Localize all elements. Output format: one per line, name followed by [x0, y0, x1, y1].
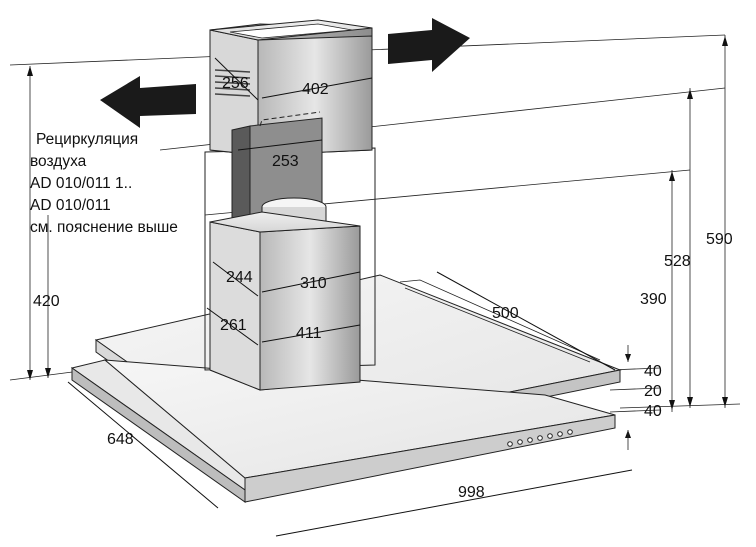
dim-thickness-40-bottom: 40	[644, 403, 662, 420]
dim-thickness-20: 20	[644, 383, 662, 400]
vertical-dimension-arrows	[27, 36, 728, 438]
dim-lower-chimney-width: 310	[300, 275, 327, 292]
dim-base-depth: 261	[220, 317, 247, 334]
dim-inner-duct-width: 253	[272, 153, 299, 170]
control-buttons	[507, 429, 573, 447]
dimension-labels: 256 402 253 244 310 261 411 500 420 590 …	[33, 75, 733, 501]
recirculation-note: Рециркуляция воздуха AD 010/011 1.. AD 0…	[30, 131, 178, 236]
vent-slots	[214, 69, 251, 97]
dim-left-height: 420	[33, 293, 60, 310]
dim-hood-depth: 648	[107, 431, 134, 448]
note-line-1: Рециркуляция	[36, 131, 138, 148]
dim-thickness-40-top: 40	[644, 363, 662, 380]
dim-chimney-top-depth: 256	[222, 75, 249, 92]
chimney	[204, 19, 376, 391]
dim-height-590: 590	[706, 231, 733, 248]
inner-dimension-lines	[67, 57, 633, 537]
note-line-5: см. пояснение выше	[30, 219, 178, 236]
dim-lower-chimney-depth: 244	[226, 269, 253, 286]
dim-height-390: 390	[640, 291, 667, 308]
dim-height-528: 528	[664, 253, 691, 270]
dim-base-width: 411	[296, 325, 322, 342]
dim-chimney-top-width: 402	[302, 81, 329, 98]
right-arrow-icon	[388, 18, 470, 72]
note-line-2: воздуха	[30, 153, 87, 170]
note-line-3: AD 010/011 1..	[30, 175, 132, 192]
note-line-4: AD 010/011	[30, 197, 111, 214]
left-arrow-icon	[100, 76, 196, 128]
dim-hood-width: 998	[458, 484, 485, 501]
dim-hood-depth-right: 500	[492, 305, 519, 322]
